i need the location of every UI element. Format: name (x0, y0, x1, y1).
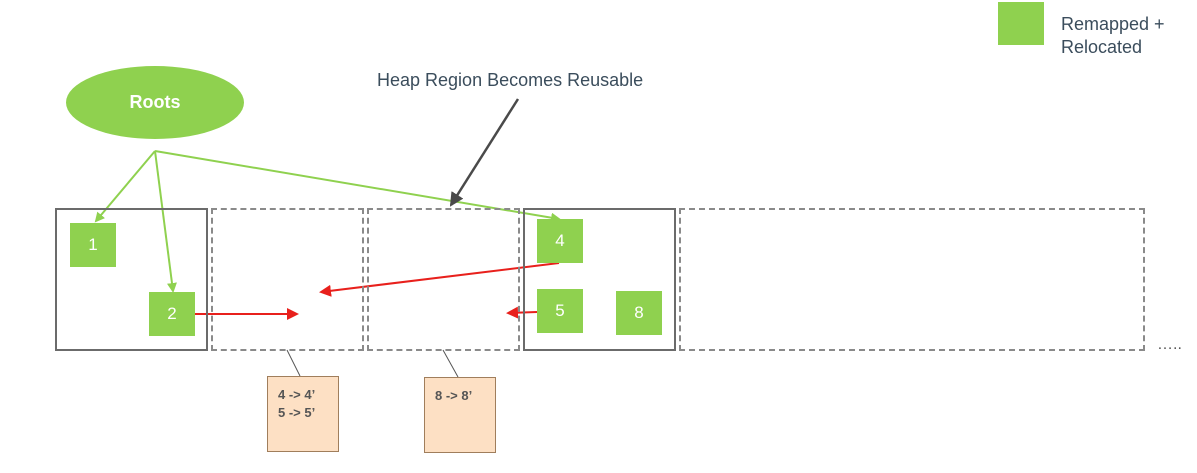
heap-region-3 (367, 208, 520, 351)
legend-swatch (998, 2, 1044, 45)
object-5: 5 (537, 289, 583, 333)
forwarding-table-1: 4 -> 4’ 5 -> 5’ (267, 376, 339, 452)
root-ref-arrow-2 (154, 150, 177, 293)
heap-region-2 (211, 208, 364, 351)
object-1: 1 (70, 223, 116, 267)
forwarding-entry: 4 -> 4’ (278, 387, 316, 402)
object-4: 4 (537, 219, 583, 263)
continuation-dots: ….. (1157, 336, 1182, 353)
heap-region-5 (679, 208, 1145, 351)
root-ref-arrow-4 (154, 150, 561, 223)
legend-label: Remapped + Relocated (1061, 13, 1191, 59)
object-2: 2 (149, 292, 195, 336)
caption-pointer-arrow (449, 98, 520, 207)
relocate-arrow-5 (506, 306, 538, 319)
forwarding-table-2: 8 -> 8’ (424, 377, 496, 453)
legend-label-line-1: Remapped + (1061, 14, 1165, 34)
table-connector-1 (286, 349, 301, 377)
caption-label: Heap Region Becomes Reusable (377, 70, 644, 90)
heap-region-1 (55, 208, 208, 351)
legend-label-line-2: Relocated (1061, 37, 1143, 57)
table-connector-2 (442, 349, 459, 378)
heap-region-4 (523, 208, 676, 351)
forwarding-entry: 5 -> 5’ (278, 405, 316, 420)
forwarding-entry: 8 -> 8’ (435, 388, 473, 403)
object-8: 8 (616, 291, 662, 335)
roots-node: Roots (66, 66, 244, 139)
